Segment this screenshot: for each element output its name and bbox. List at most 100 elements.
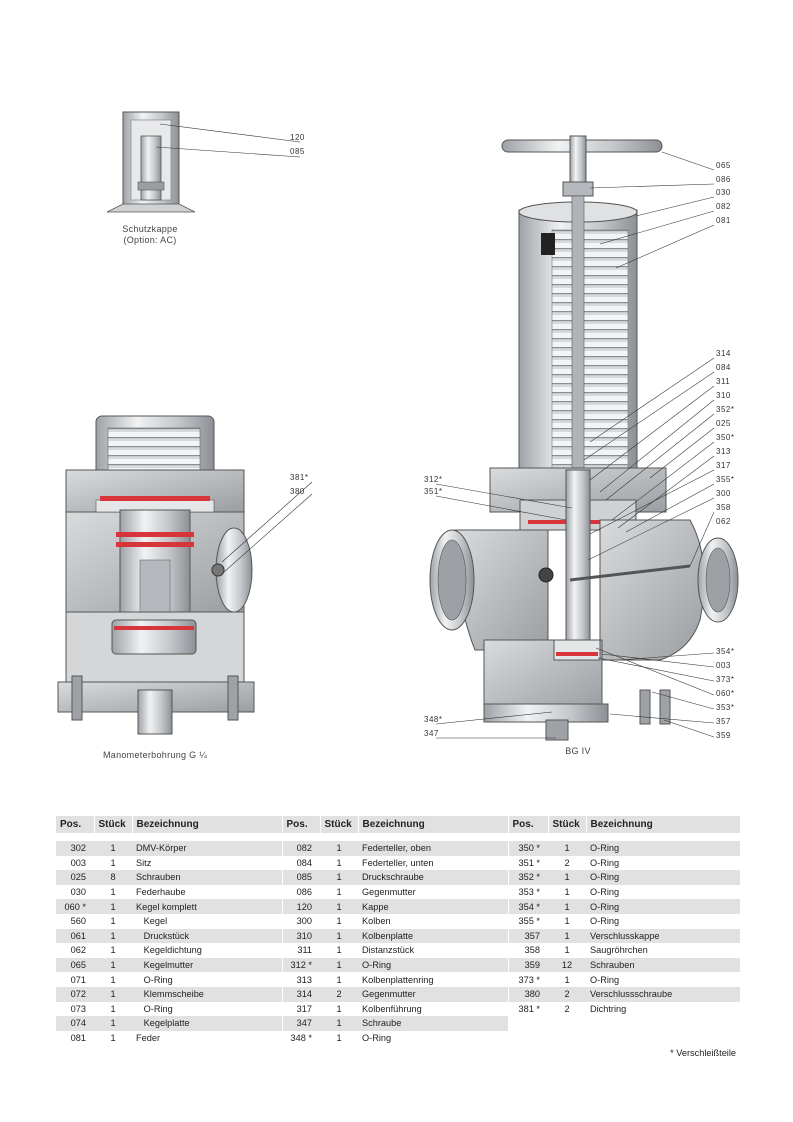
callout-label: 084 <box>716 363 731 372</box>
cell-desc: Schraube <box>358 1016 509 1031</box>
cell-qty: 2 <box>564 1003 570 1014</box>
callout-label: 373* <box>716 675 735 684</box>
cell-qty: 1 <box>564 887 570 898</box>
cell-pos: 084 <box>296 857 312 868</box>
cell-pos: 355 * <box>518 916 540 927</box>
callout-label: 081 <box>716 216 731 225</box>
cell-pos: 071 <box>70 974 86 985</box>
cell-desc: Sitz <box>132 855 283 871</box>
cell-desc: DMV-Körper <box>132 841 283 856</box>
callout-label: 354* <box>716 647 735 656</box>
cell-qty: 1 <box>320 899 358 914</box>
parts-table: Pos. Stück Bezeichnung Pos. Stück Bezeic… <box>56 816 741 1060</box>
cell-desc: Kolbenplattenring <box>358 972 509 987</box>
cell-desc: Schrauben <box>586 957 741 973</box>
callout-label: 003 <box>716 661 731 670</box>
callout-label: 062 <box>716 517 731 526</box>
cell-pos: 003 <box>70 857 86 868</box>
callout-label: 317 <box>716 461 731 470</box>
cell-pos: 373 * <box>518 974 540 985</box>
cell-qty: 1 <box>336 945 342 956</box>
cell-pos: 030 <box>70 887 86 898</box>
cell-pos: 082 <box>282 841 320 856</box>
cell-qty: 1 <box>320 870 358 885</box>
cell-pos: 062 <box>70 945 86 956</box>
callout-label: 352* <box>716 405 735 414</box>
cell-desc: O-Ring <box>586 841 741 856</box>
callout-label: 030 <box>716 188 731 197</box>
callout-label: 358 <box>716 503 731 512</box>
cell-pos: 348 * <box>290 1033 312 1044</box>
cell-pos: 300 <box>296 916 312 927</box>
cell-desc: Kappe <box>358 899 509 914</box>
cell-qty: 2 <box>320 986 358 1002</box>
cell-pos: 302 <box>56 841 94 856</box>
cell-pos: 381 * <box>518 1003 540 1014</box>
caption-line: (Option: AC) <box>123 235 177 245</box>
callout-label: 355* <box>716 475 735 484</box>
cell-desc: Druckschraube <box>358 870 509 885</box>
callout-label: 060* <box>716 689 735 698</box>
cell-desc: Klemmscheibe <box>132 986 283 1002</box>
cell-desc: Kolben <box>358 913 509 929</box>
cell-pos: 120 <box>282 899 320 914</box>
cell-desc: Kegel <box>132 913 283 929</box>
cell-qty: 1 <box>110 1033 116 1044</box>
cell-qty: 1 <box>548 928 586 944</box>
header-pos: Pos. <box>56 816 95 833</box>
cell-qty: 1 <box>320 841 358 856</box>
cell-desc: Distanzstück <box>358 943 509 958</box>
cell-pos: 311 <box>297 945 312 956</box>
callout-label: 085 <box>290 147 305 156</box>
cell-qty: 12 <box>548 957 586 973</box>
cell-desc: Federteller, oben <box>358 841 509 856</box>
manometer-caption: Manometerbohrung G ¼ <box>102 750 208 760</box>
cell-desc <box>586 1030 741 1046</box>
callout-label: 025 <box>716 419 731 428</box>
caption-line: Schutzkappe <box>122 224 178 234</box>
cell-qty: 1 <box>110 1003 116 1014</box>
cell-desc: O-Ring <box>586 913 741 929</box>
cell-desc: Verschlussschraube <box>586 986 741 1002</box>
cell-pos: 353 * <box>518 887 540 898</box>
callout-label: 381* <box>290 473 309 482</box>
cell-qty: 1 <box>564 916 570 927</box>
cell-desc: Kolbenführung <box>358 1001 509 1017</box>
cell-qty: 1 <box>320 928 358 944</box>
cell-qty: 1 <box>94 957 132 973</box>
header-qty: Stück <box>320 816 359 833</box>
cell-qty: 1 <box>336 887 342 898</box>
cell-desc: Gegenmutter <box>358 986 509 1002</box>
cell-desc: Dichtring <box>586 1001 741 1017</box>
cell-pos: 072 <box>56 986 94 1002</box>
cell-pos: 065 <box>56 957 94 973</box>
header-desc: Bezeichnung <box>358 816 509 833</box>
callout-label: 313 <box>716 447 731 456</box>
cell-desc: O-Ring <box>586 899 741 914</box>
cell-desc: O-Ring <box>358 957 509 973</box>
callout-label: 351* <box>424 487 443 496</box>
cell-qty: 1 <box>110 857 116 868</box>
callout-label: 314 <box>716 349 731 358</box>
cell-desc: Federteller, unten <box>358 855 509 871</box>
cell-pos: 086 <box>296 887 312 898</box>
cell-pos: 310 <box>282 928 320 944</box>
table-spacer <box>56 833 740 841</box>
cell-pos: 350 * <box>508 841 548 856</box>
cell-qty: 8 <box>94 870 132 885</box>
header-qty: Stück <box>548 816 587 833</box>
cell-desc: O-Ring <box>586 884 741 900</box>
cell-pos <box>508 1016 548 1031</box>
cell-qty: 1 <box>548 899 586 914</box>
cell-pos: 351 * <box>518 857 540 868</box>
cell-desc: Saugröhrchen <box>586 943 741 958</box>
bg-caption: BG IV <box>565 746 591 756</box>
cell-qty: 2 <box>564 857 570 868</box>
